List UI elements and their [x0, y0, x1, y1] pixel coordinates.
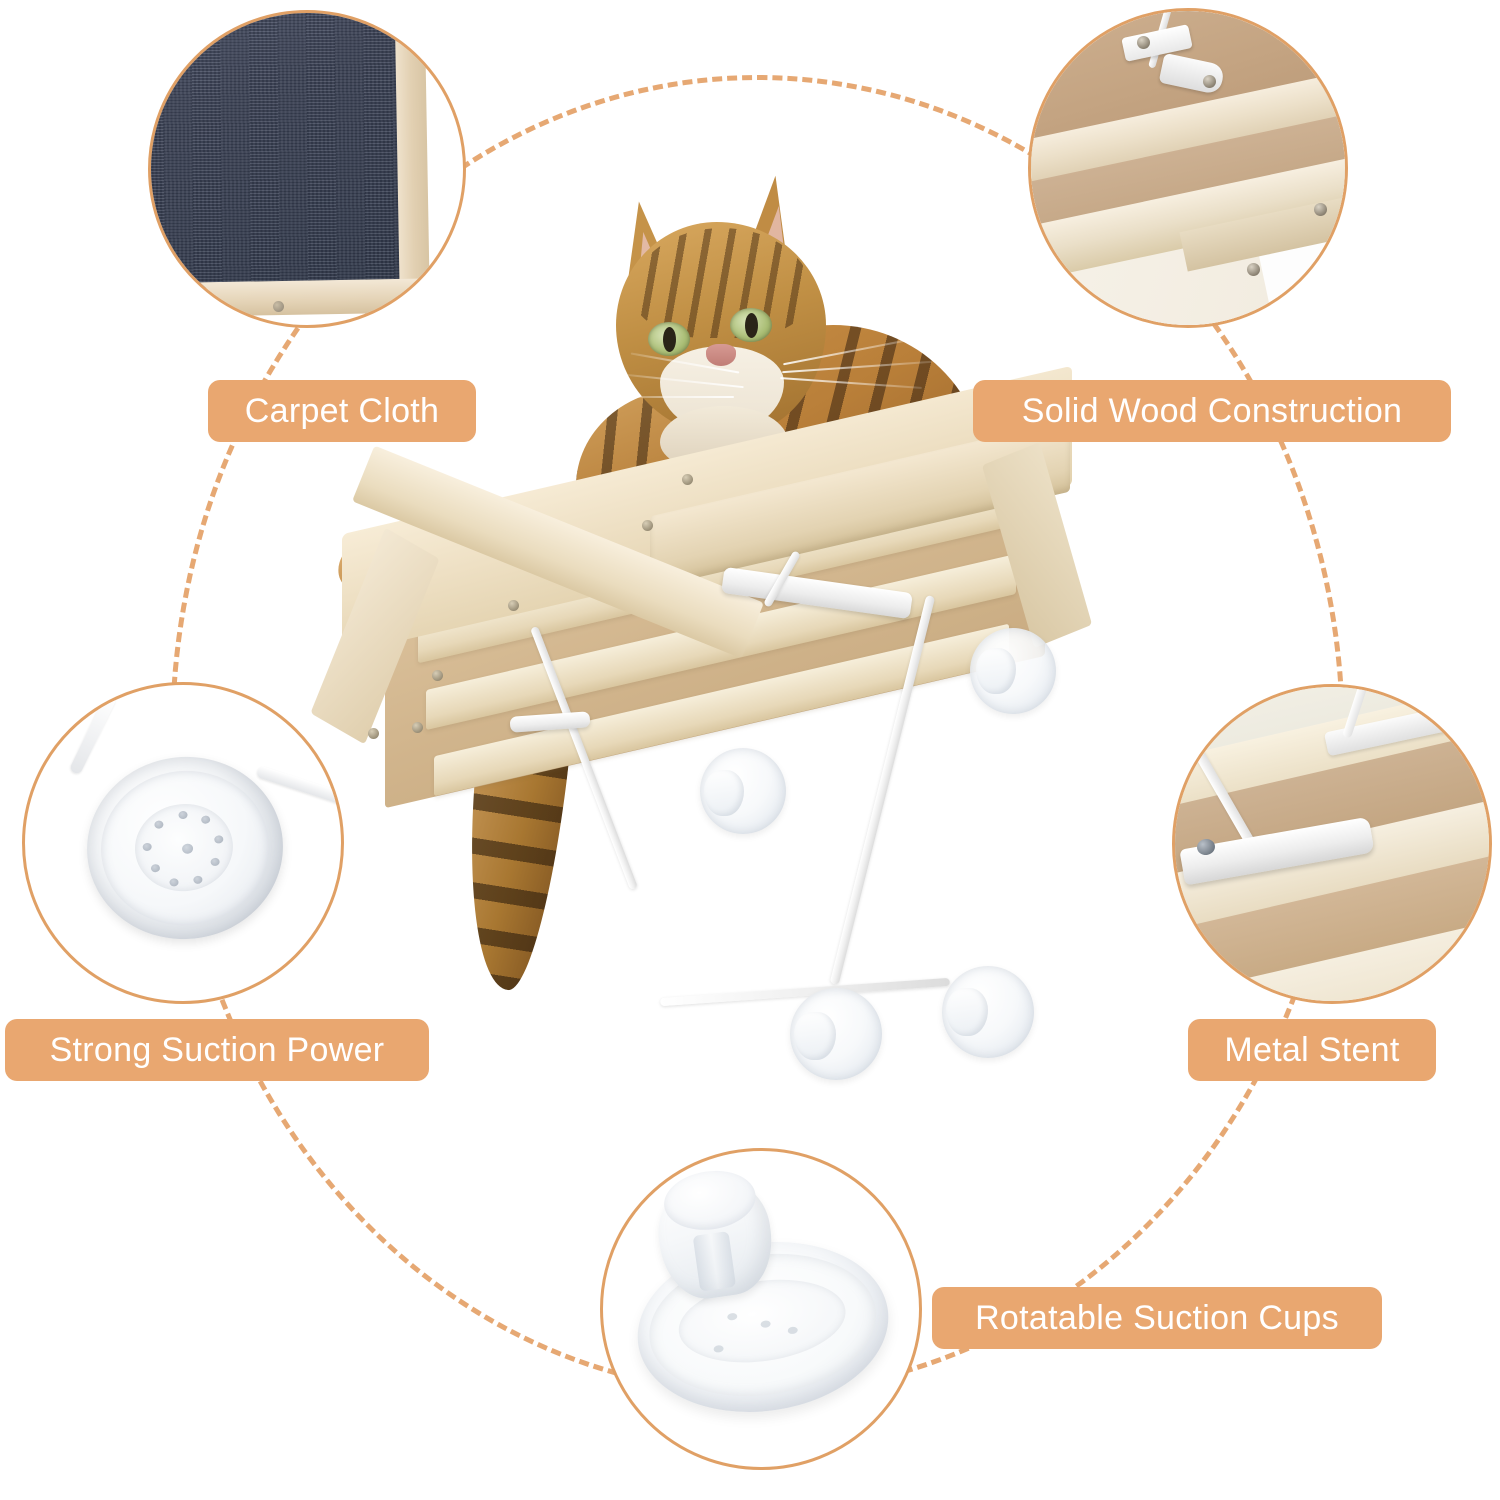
rotatable-cup-knob-top	[660, 1165, 760, 1236]
shelf-screw	[412, 722, 423, 733]
feature-label-strong-suction-power[interactable]: Strong Suction Power	[5, 1019, 429, 1081]
suction-wire-top	[68, 692, 118, 776]
cat-pupil-right	[745, 313, 758, 338]
suction-cup-knob	[946, 988, 988, 1036]
suction-dimple	[169, 877, 180, 887]
suction-cup-knob	[704, 770, 744, 816]
wood-screw	[1137, 36, 1150, 49]
carpet-frame-bottom	[151, 278, 433, 318]
rotatable-cup-knob-slot	[692, 1231, 737, 1292]
shelf-screw	[368, 728, 379, 739]
wood-screw	[1314, 203, 1327, 216]
metal-stent-closeup	[1175, 687, 1489, 1001]
shelf-screw	[682, 474, 693, 485]
shelf-screw	[432, 670, 443, 681]
solid-wood-closeup	[1031, 11, 1345, 325]
callout-circle-metal-stent	[1172, 684, 1492, 1004]
suction-dimple-center	[181, 843, 194, 855]
suction-cup-bottom-left	[790, 988, 882, 1080]
cat-nose	[706, 344, 736, 366]
shelf-screw	[642, 520, 653, 531]
cat-pupil-left	[663, 327, 676, 352]
suction-dimple	[150, 864, 161, 874]
callout-circle-rotatable-suction-cups	[600, 1148, 922, 1470]
suction-dimple	[210, 857, 221, 867]
feature-label-solid-wood-construction[interactable]: Solid Wood Construction	[973, 380, 1451, 442]
callout-circle-strong-suction	[22, 682, 344, 1004]
feature-label-metal-stent[interactable]: Metal Stent	[1188, 1019, 1436, 1081]
carpet-pad-texture	[151, 13, 402, 290]
wood-screw	[1203, 75, 1216, 88]
cat-head-stripes	[632, 228, 812, 338]
cat-whisker	[622, 396, 734, 398]
carpet-cloth-closeup	[151, 13, 463, 325]
suction-cup-knob	[976, 648, 1016, 694]
suction-cup-bottom-right	[942, 966, 1034, 1058]
wood-screw	[1247, 263, 1260, 276]
product-photo-cat-on-shelf	[310, 150, 1170, 1150]
suction-dimple	[200, 815, 211, 825]
suction-cup-closeup	[25, 685, 341, 1001]
feature-label-rotatable-suction-cups[interactable]: Rotatable Suction Cups	[932, 1287, 1382, 1349]
suction-cup-rim	[93, 762, 277, 934]
cat-eye-left	[648, 322, 690, 356]
suction-cup-face	[130, 799, 238, 896]
cat-eye-right	[730, 308, 772, 342]
suction-dimple	[192, 875, 203, 885]
carpet-frame-right	[394, 13, 430, 296]
suction-dimple	[153, 820, 164, 830]
suction-dimple	[178, 810, 188, 820]
callout-circle-carpet-cloth	[148, 10, 466, 328]
suction-cup-middle	[700, 748, 786, 834]
suction-cup-knob	[794, 1012, 836, 1060]
suction-dimple	[142, 842, 152, 852]
suction-dimple	[214, 834, 225, 844]
carpet-frame-screw	[273, 301, 284, 312]
callout-circle-solid-wood	[1028, 8, 1348, 328]
suction-cup-upper-right	[970, 628, 1056, 714]
shelf-screw	[508, 600, 519, 611]
feature-label-carpet-cloth[interactable]: Carpet Cloth	[208, 380, 476, 442]
rotatable-suction-cup-closeup	[603, 1151, 919, 1467]
